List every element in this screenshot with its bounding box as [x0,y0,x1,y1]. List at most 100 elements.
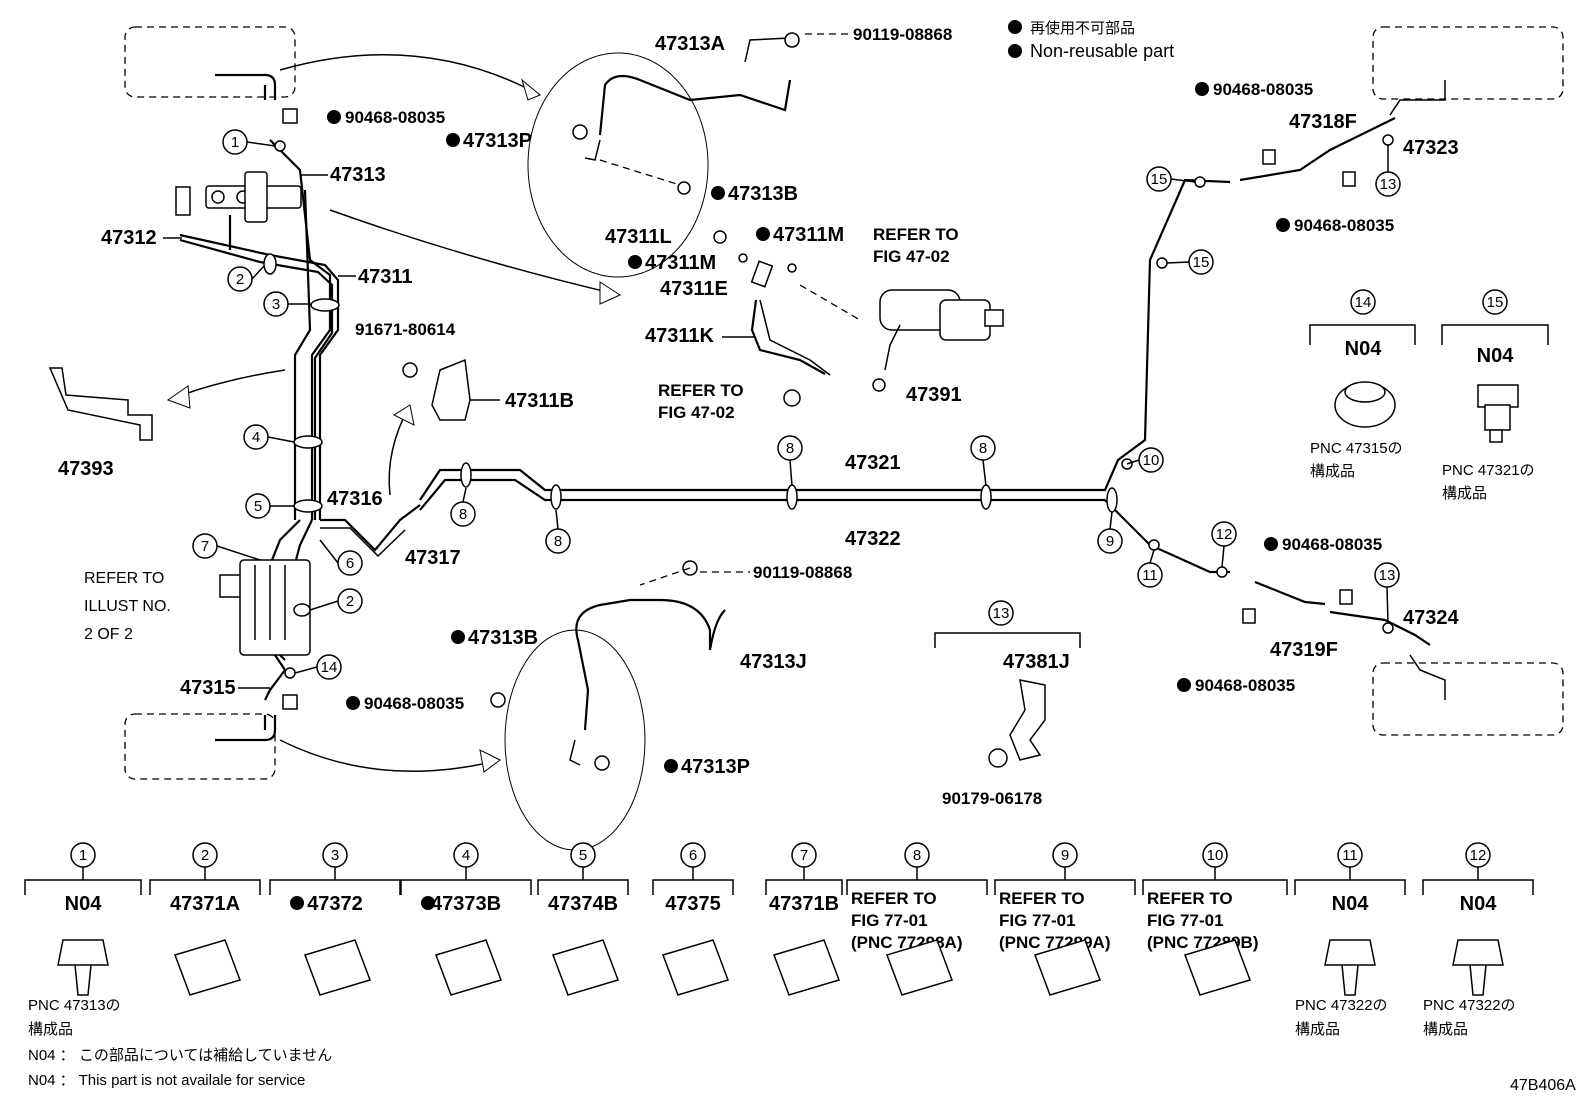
master-cylinder-right [713,230,1004,407]
detail-box-top-right [1372,26,1564,100]
bottom-part-note1: PNC 47322の [1295,997,1388,1014]
svg-text:REFER TO: REFER TO [84,570,164,587]
clip-drawing [552,939,619,996]
svg-text:FIG 47-02: FIG 47-02 [658,403,735,422]
svg-text:8: 8 [459,506,467,523]
rear-brake-lines [419,117,1431,646]
svg-text:90468-08035: 90468-08035 [1282,535,1382,554]
clip-drawing [1184,939,1251,996]
bottom-part-2: 2 47371A [149,842,261,996]
bottom-part-code: 47375 [665,893,721,915]
bottom-part-code: 47373B [431,893,501,915]
clip-drawing [174,939,241,996]
bottom-part-note1: PNC 47322の [1423,997,1516,1014]
svg-text:2: 2 [236,271,244,288]
figure-code: 47B406A [1510,1077,1576,1094]
svg-text:47318F: 47318F [1289,111,1357,133]
bottom-part-number: 5 [579,847,587,864]
bracket-47393 [48,367,153,441]
bottom-part-number: 6 [689,847,697,864]
svg-text:15: 15 [1487,294,1504,311]
nut-90179 [988,748,1008,768]
svg-text:REFER TO: REFER TO [658,381,744,400]
bottom-part-number: 12 [1470,847,1487,864]
pipe-detail-bottom-right [1409,654,1446,700]
bottom-part-number: 10 [1207,847,1224,864]
svg-text:47322: 47322 [845,528,901,550]
bottom-part-code: REFER TO [999,889,1085,908]
bottom-part-number: 2 [201,847,209,864]
bottom-part-code: REFER TO [851,889,937,908]
svg-text:FIG 47-02: FIG 47-02 [873,247,950,266]
svg-text:15: 15 [1151,171,1168,188]
part-labels: 47313A 90119-08868 47313P 47313B 90468-0… [58,25,1459,808]
bottom-part-number: 11 [1342,847,1358,864]
clip-drawing [1324,939,1376,996]
svg-text:47313A: 47313A [655,33,725,55]
bottom-part-number: 1 [79,847,87,864]
front-hoses [490,32,800,851]
svg-text:47381J: 47381J [1003,651,1070,673]
svg-text:47311: 47311 [358,266,413,288]
svg-text:13: 13 [993,605,1010,622]
bottom-part-number: 9 [1061,847,1069,864]
clip-drawing [435,939,502,996]
svg-text:91671-80614: 91671-80614 [355,320,456,339]
svg-text:15: 15 [1193,254,1210,271]
bottom-part-code: 47371B [769,893,839,915]
svg-text:10: 10 [1143,452,1160,469]
bottom-part-note2: 構成品 [1423,1021,1468,1038]
legend-en: Non-reusable part [1030,41,1174,61]
svg-text:12: 12 [1216,526,1233,543]
svg-text:N04: N04 [1477,345,1515,367]
svg-text:47319F: 47319F [1270,639,1338,661]
svg-text:90468-08035: 90468-08035 [1213,80,1313,99]
bottom-part-3: 3 47372 [269,842,401,996]
svg-text:90119-08868: 90119-08868 [753,563,852,582]
svg-text:4: 4 [252,429,260,446]
bottom-part-code2: FIG 77-01 [1147,911,1224,930]
pipe-detail-top-left [215,73,277,100]
svg-text:47311B: 47311B [505,390,574,412]
svg-text:47313P: 47313P [681,756,750,778]
svg-text:47316: 47316 [327,488,383,510]
master-cylinder-assembly [175,171,302,223]
svg-text:47391: 47391 [906,384,962,406]
svg-text:47324: 47324 [1403,607,1459,629]
group-brackets [934,324,1549,648]
side-part-14: N04 PNC 47315の 構成品 [1310,338,1403,480]
bottom-part-number: 8 [913,847,921,864]
svg-text:47313J: 47313J [740,651,807,673]
svg-text:47317: 47317 [405,547,461,569]
bottom-part-note2: 構成品 [1295,1021,1340,1038]
svg-text:13: 13 [1379,567,1396,584]
bottom-part-number: 3 [331,847,339,864]
bottom-part-code: 47371A [170,893,240,915]
svg-text:PNC 47321の: PNC 47321の [1442,462,1535,479]
bolt-91671 [402,362,418,378]
bottom-part-code: 47372 [307,893,363,915]
clip-drawing [1452,939,1504,996]
svg-text:8: 8 [786,440,794,457]
svg-text:47323: 47323 [1403,137,1459,159]
svg-text:47311M: 47311M [645,252,716,274]
svg-text:47313B: 47313B [728,183,798,205]
svg-text:47393: 47393 [58,458,114,480]
svg-text:2 OF 2: 2 OF 2 [84,626,133,643]
svg-text:1: 1 [231,134,239,151]
side-part-15: N04 PNC 47321の 構成品 [1442,345,1535,502]
pipe-detail-bottom-left [215,715,277,742]
svg-text:47311L: 47311L [605,226,672,248]
svg-text:47313P: 47313P [463,130,532,152]
bottom-part-code: 47374B [548,893,618,915]
svg-text:90179-06178: 90179-06178 [942,789,1042,808]
svg-text:8: 8 [979,440,987,457]
svg-text:PNC 47315の: PNC 47315の [1310,440,1403,457]
